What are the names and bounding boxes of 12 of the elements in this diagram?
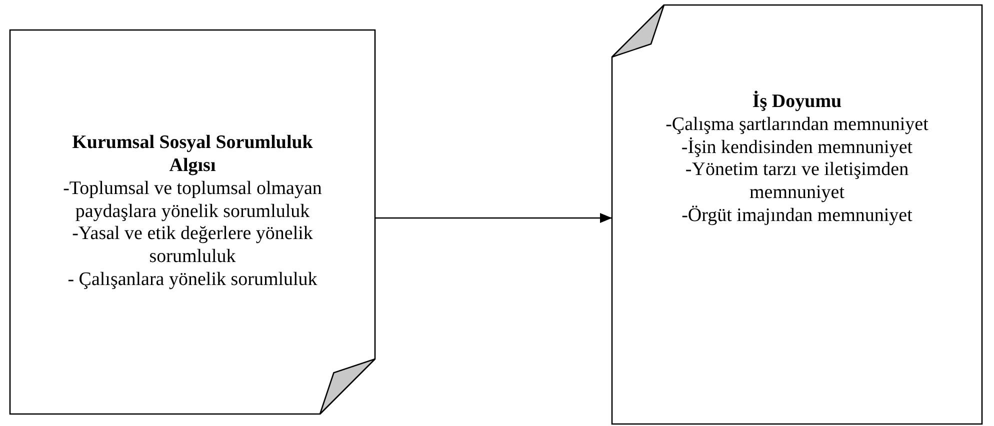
- list-item: -İşin kendisinden memnuniyet: [681, 136, 913, 160]
- box-heading: Kurumsal Sosyal Sorumluluk Algısı: [71, 132, 314, 178]
- list-item: -Çalışma şartlarından memnuniyet: [666, 114, 928, 137]
- list-item: -Toplumsal ve toplumsal olmayan paydaşlara yönelik sorumluluk: [62, 178, 323, 224]
- arrow: [375, 213, 612, 223]
- list-item: -Yasal ve etik değerlere yönelik sorumluluk: [71, 223, 314, 269]
- document-box: [10, 30, 375, 414]
- list-item: -Yönetim tarzı ve iletişimden memnuniyet: [684, 159, 910, 205]
- document-box: [612, 5, 982, 424]
- list-item: -Örgüt imajından memnuniyet: [682, 204, 912, 228]
- list-item: - Çalışanlara yönelik sorumluluk: [68, 268, 318, 292]
- box-heading: İş Doyumu: [752, 91, 842, 114]
